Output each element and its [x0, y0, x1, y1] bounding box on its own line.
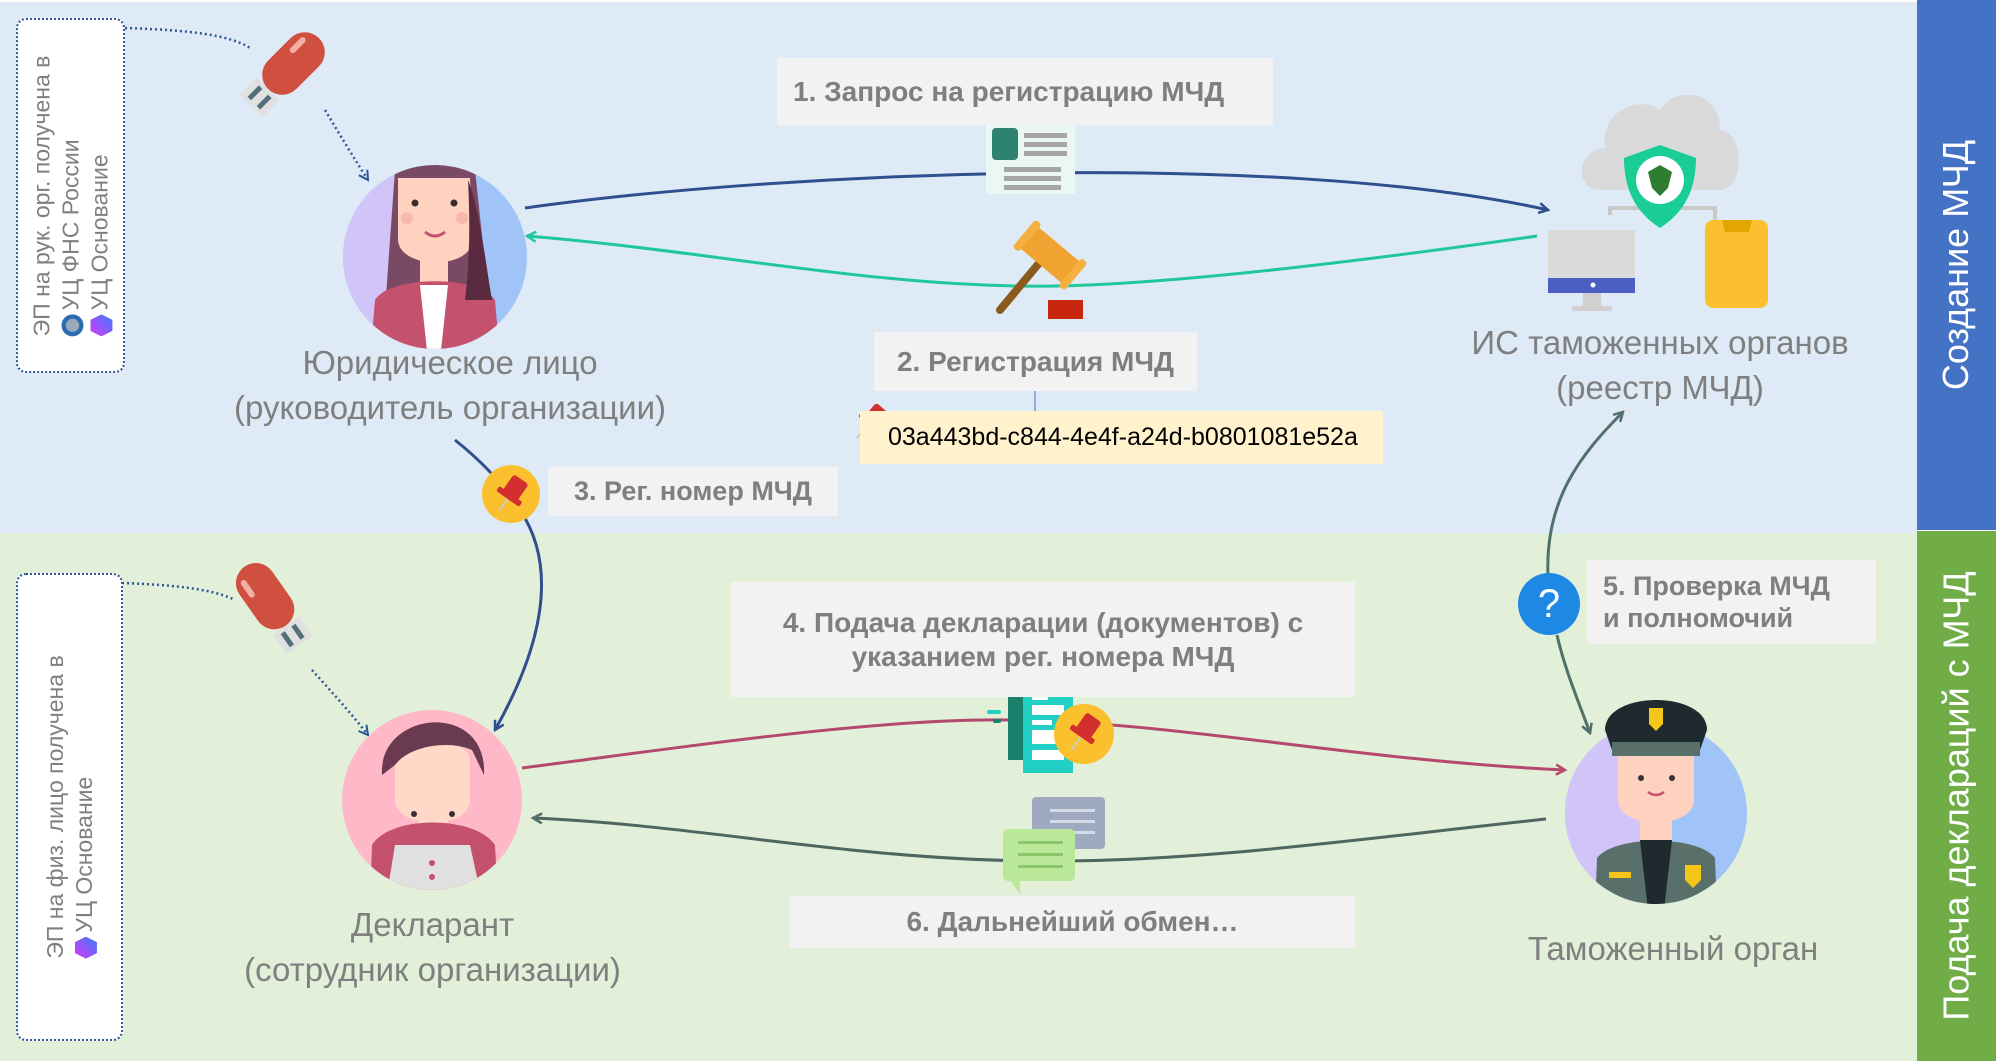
- section-title-submission-text: Подача деклараций с МЧД: [1935, 571, 1977, 1021]
- signature-note-line: УЦ ФНС России: [57, 138, 83, 310]
- step-2-text: 2. Регистрация МЧД: [896, 345, 1174, 377]
- osnovanie-logo-icon: [90, 314, 112, 336]
- customs-is-caption: ИС таможенных органов (реестр МЧД): [1420, 320, 1900, 410]
- step-1-label: 1. Запрос на регистрацию МЧД: [777, 58, 1273, 125]
- signature-note-line: ЭП на рук. орг. получена в: [28, 55, 54, 336]
- section-title-creation: Создание МЧД: [1917, 0, 1996, 530]
- legal-entity-caption: Юридическое лицо (руководитель организац…: [190, 340, 710, 430]
- step-5-text-line2: и полномочий: [1603, 603, 1794, 633]
- osnovanie-logo-icon: [74, 937, 96, 959]
- question-mark-text: ?: [1537, 582, 1561, 626]
- customs-body-caption: Таможенный орган: [1473, 926, 1873, 971]
- step-5-label: 5. Проверка МЧД и полномочий: [1587, 560, 1876, 644]
- declarant-subtitle: (сотрудник организации): [244, 951, 621, 988]
- signature-note-line: УЦ Основание: [70, 776, 97, 933]
- step-6-label: 6. Дальнейший обмен…: [790, 896, 1355, 948]
- step-1-text: 1. Запрос на регистрацию МЧД: [793, 75, 1225, 107]
- step-3-text: 3. Рег. номер МЧД: [573, 476, 813, 507]
- registration-number-text: 03a443bd-c844-4e4f-a24d-b0801081e52a: [888, 423, 1358, 451]
- step-3-label: 3. Рег. номер МЧД: [548, 467, 838, 516]
- step-4-label: 4. Подача декларации (документов) с указ…: [731, 582, 1355, 697]
- declarant-title: Декларант: [350, 906, 515, 943]
- legal-entity-title: Юридическое лицо: [302, 344, 598, 381]
- step-5-text-line1: 5. Проверка МЧД: [1603, 570, 1830, 601]
- signature-note-legal-entity: ЭП на рук. орг. получена в УЦ ФНС России…: [16, 18, 125, 373]
- fns-logo-icon: [60, 313, 83, 336]
- customs-body-title: Таможенный орган: [1527, 930, 1819, 967]
- section-title-submission: Подача деклараций с МЧД: [1917, 531, 1996, 1061]
- step-4-text-line2: указанием рег. номера МЧД: [851, 640, 1235, 672]
- section-title-creation-text: Создание МЧД: [1935, 139, 1977, 391]
- signature-note-line: УЦ Основание: [86, 153, 112, 310]
- step-2-label: 2. Регистрация МЧД: [874, 332, 1197, 391]
- customs-is-subtitle: (реестр МЧД): [1556, 369, 1764, 406]
- step-6-text: 6. Дальнейший обмен…: [906, 906, 1239, 938]
- registration-number: 03a443bd-c844-4e4f-a24d-b0801081e52a: [860, 411, 1383, 464]
- step-4-text-line1: 4. Подача декларации (документов) с: [782, 606, 1304, 638]
- signature-note-line: ЭП на физ. лицо получена в: [41, 655, 68, 959]
- legal-entity-subtitle: (руководитель организации): [234, 389, 666, 426]
- declarant-caption: Декларант (сотрудник организации): [190, 902, 675, 992]
- signature-note-declarant: ЭП на физ. лицо получена в УЦ Основание: [16, 573, 123, 1041]
- customs-is-title: ИС таможенных органов: [1471, 324, 1849, 361]
